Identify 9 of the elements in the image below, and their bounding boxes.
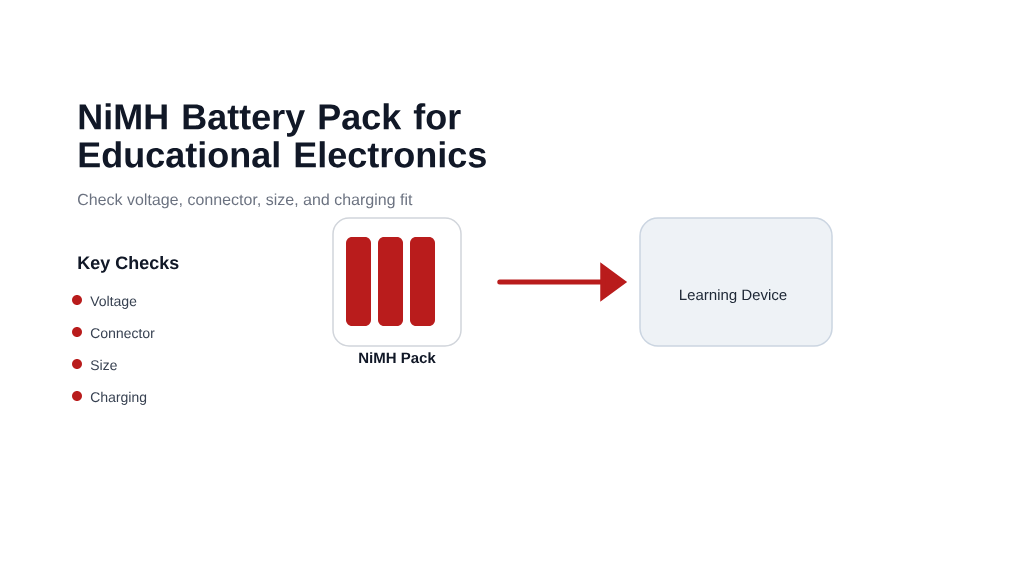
list-item: Charging xyxy=(90,391,147,405)
subtitle: Check voltage, connector, size, and charging fit xyxy=(78,193,413,209)
list-item: Voltage xyxy=(90,295,137,309)
list-item: Connector xyxy=(90,328,155,339)
list-item: Size xyxy=(90,359,117,371)
title: NiMH Battery Pack for Educational Electronics xyxy=(79,103,486,168)
section-heading: Key Checks xyxy=(78,255,179,273)
device-box: Learning Device xyxy=(639,217,833,347)
node-label: NiMH Pack xyxy=(359,352,436,364)
